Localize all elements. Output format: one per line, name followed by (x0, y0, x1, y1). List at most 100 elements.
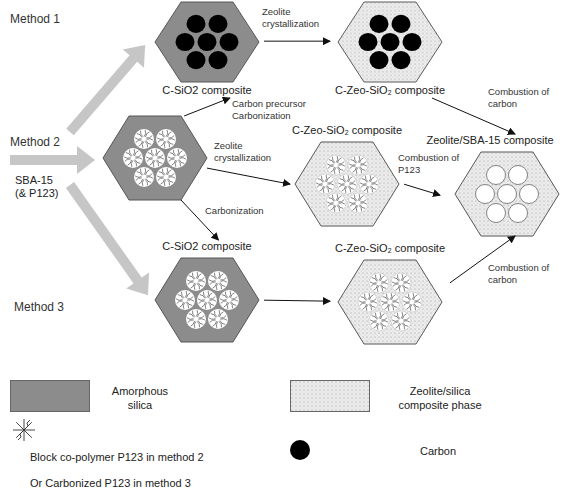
polymer-chain (136, 140, 142, 143)
polymer-chain (374, 285, 378, 290)
polymer-chain (382, 321, 388, 322)
polymer-chain (371, 177, 375, 182)
polymer-chain (380, 323, 383, 329)
process-arrow (184, 98, 230, 116)
polymer-chain (146, 136, 152, 139)
polymer-chain (412, 293, 413, 299)
polymer-chain (402, 285, 405, 291)
polymer-chain (220, 278, 226, 281)
polymer-chain (393, 322, 399, 325)
polymer-chain (231, 293, 235, 298)
open-pore (520, 185, 539, 204)
polymer-chain (327, 181, 333, 184)
polymer-chain (207, 291, 208, 297)
polymer-chain (369, 175, 370, 181)
polymer-chain (331, 205, 335, 210)
polymer-pore (391, 311, 411, 331)
polymer-chain (370, 186, 373, 192)
polymer-pore (134, 167, 154, 187)
polymer-chain (391, 304, 394, 310)
polymer-chain (158, 158, 164, 159)
polymer-chain (187, 293, 191, 298)
polymer-pore (391, 273, 411, 293)
edge-label: Combustion of P123 (398, 152, 462, 176)
polymer-pore (145, 148, 165, 168)
polymer-chain (393, 302, 399, 303)
polymer-chain (135, 151, 139, 156)
polymer-symbol (13, 419, 35, 441)
polymer-chain (166, 130, 167, 136)
carbon-pore (370, 15, 389, 33)
swatch-dots (291, 381, 369, 411)
hexagon-node: C-Zeo-SiO₂ composite (290, 124, 404, 226)
polymer-chain (147, 139, 153, 140)
polymer-chain (371, 181, 377, 184)
polymer-chain (205, 303, 206, 309)
polymer-chain (157, 138, 163, 139)
polymer-pore (186, 309, 206, 329)
polymer-chain (366, 305, 367, 311)
polymer-chain (359, 301, 365, 302)
polymer-chain (338, 196, 342, 201)
polymer-chain (145, 141, 148, 147)
polymer-chain (220, 316, 226, 319)
polymer-chain (194, 322, 195, 328)
hexagon-node: C-Zeo-SiO₂ composite (330, 242, 450, 344)
polymer-chain (168, 170, 172, 175)
polymer-chain (213, 283, 217, 288)
polymer-chain (187, 318, 193, 319)
polymer-chain (135, 138, 141, 139)
polymer-chain (327, 177, 331, 182)
polymer-chain (227, 303, 228, 309)
edge-label: Combustion of carbon (488, 86, 558, 110)
polymer-chain (198, 278, 204, 281)
polymer-chain (220, 299, 226, 300)
polymer-chain (175, 161, 176, 167)
hexagon-shape (155, 258, 259, 342)
polymer-chain (135, 176, 141, 177)
polymer-chain (215, 311, 218, 317)
polymer-chain (371, 322, 377, 325)
polymer-chain (209, 318, 215, 319)
edge-label: Carbon precursor Carbonization (232, 98, 316, 122)
polymer-chain (176, 299, 182, 300)
carbon-pore (209, 15, 228, 33)
polymer-chain (198, 274, 202, 279)
polymer-chain (141, 131, 144, 137)
polymer-pore (156, 129, 176, 149)
polymer-chain (338, 158, 342, 163)
polymer-chain (221, 301, 227, 304)
polymer-chain (360, 303, 366, 306)
polymer-chain (134, 160, 137, 166)
polymer-chain (377, 286, 378, 292)
polymer-chain (358, 156, 359, 162)
polymer-chain (168, 174, 174, 177)
legend-text: Amorphous silica (105, 384, 175, 412)
method-label: Method 2 (10, 135, 60, 149)
polymer-chain (169, 139, 175, 140)
polymer-chain (404, 303, 410, 306)
polymer-chain (399, 286, 400, 292)
polymer-chain (336, 156, 337, 162)
hexagon-shape (103, 116, 207, 200)
polymer-chain (188, 320, 194, 323)
polymer-chain (388, 305, 389, 311)
method-label: Method 1 (10, 12, 60, 26)
polymer-chain (193, 311, 196, 317)
polymer-chain (199, 301, 205, 304)
polymer-chain (146, 174, 152, 177)
polymer-chain (196, 310, 197, 316)
polymer-chain (402, 323, 405, 329)
polymer-chain (146, 157, 152, 158)
polymer-chain (198, 312, 202, 317)
polymer-pore (123, 148, 143, 168)
open-pore (487, 204, 506, 223)
polymer-chain (360, 200, 366, 203)
polymer-chain (344, 176, 347, 182)
node-label: C-Zeo-SiO₂ composite (330, 84, 450, 97)
polymer-chain (338, 200, 344, 203)
polymer-chain (178, 160, 181, 166)
legend-text: Or Carbonized P123 in method 3 (30, 476, 290, 490)
hexagon-texture (455, 152, 559, 236)
polymer-chain (210, 300, 216, 301)
